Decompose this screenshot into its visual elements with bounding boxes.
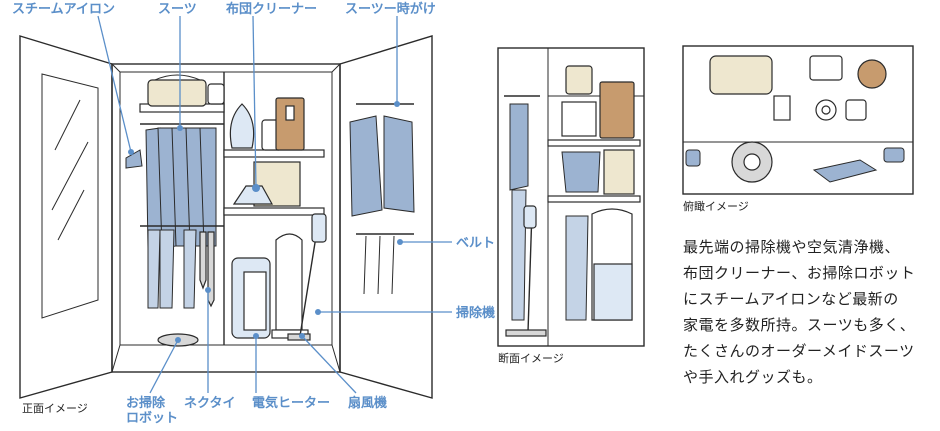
belt-label: ベルト xyxy=(456,236,496,251)
front-view xyxy=(19,35,433,399)
description-line: や手入れグッズも。 xyxy=(683,368,823,386)
futon-cleaner-label: 布団クリーナー xyxy=(226,2,318,17)
description-line: 布団クリーナー、お掃除ロボット xyxy=(683,264,916,282)
leader-lines xyxy=(97,15,452,394)
overhead-view xyxy=(682,45,914,195)
description-line: 家電を多数所持。スーツも多く、 xyxy=(683,316,916,334)
necktie-label: ネクタイ xyxy=(184,396,236,411)
vacuum-label: 掃除機 xyxy=(456,306,496,321)
front-view-caption: 正面イメージ xyxy=(22,402,88,415)
fan-label: 扇風機 xyxy=(348,396,388,411)
section-view xyxy=(497,47,645,347)
robot-label-line2: ロボット xyxy=(126,411,179,426)
description-line: たくさんのオーダーメイドスーツ xyxy=(683,342,915,360)
steam-iron-label: スチームアイロン xyxy=(12,2,115,17)
description-line: 最先端の掃除機や空気清浄機、 xyxy=(683,238,901,256)
description-line: にスチームアイロンなど最新の xyxy=(683,290,899,308)
description-text: 最先端の掃除機や空気清浄機、 布団クリーナー、お掃除ロボット にスチームアイロン… xyxy=(683,234,923,390)
section-view-caption: 断面イメージ xyxy=(498,352,564,365)
overhead-view-caption: 俯瞰イメージ xyxy=(683,200,749,213)
suit-hanger-label: スーツー時がけ xyxy=(345,2,436,17)
suits-label: スーツ xyxy=(158,2,197,17)
heater-label: 電気ヒーター xyxy=(252,396,331,411)
robot-label-line1: お掃除 xyxy=(126,396,166,411)
